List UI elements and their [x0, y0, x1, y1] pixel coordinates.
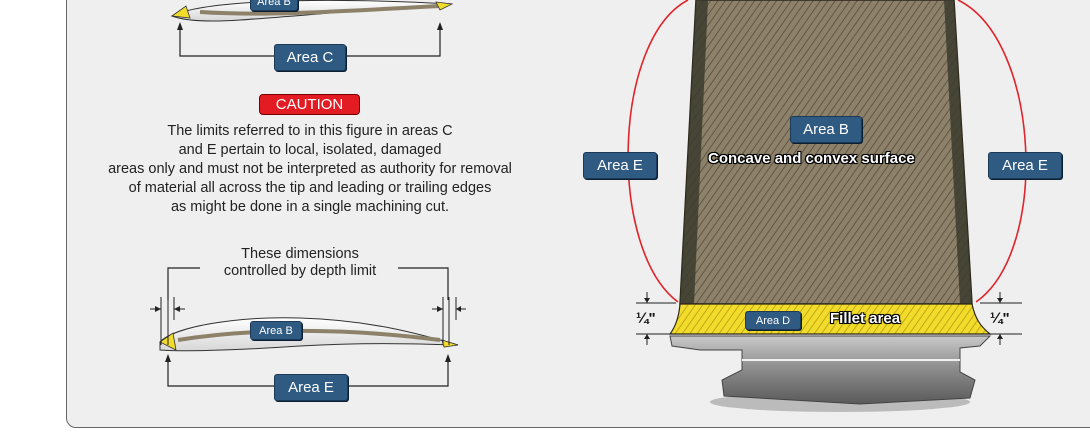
dimension-line: controlled by depth limit — [223, 263, 377, 279]
top-airfoil — [170, 0, 454, 22]
caution-note: The limits referred to in this figure in… — [70, 122, 550, 217]
caution-line: as might be done in a single machining c… — [170, 199, 450, 215]
fillet-caption: Fillet area — [830, 310, 901, 327]
caution-line: areas only and must not be interpreted a… — [108, 161, 512, 177]
surface-caption: Concave and convex surface — [708, 150, 915, 167]
caution-line: and E pertain to local, isolated, damage… — [178, 142, 442, 158]
dimension-note: These dimensions controlled by depth lim… — [150, 246, 450, 280]
area-c-label: Area C — [274, 44, 346, 71]
area-b-blade-label: Area B — [790, 116, 862, 143]
caution-line: of material all across the tip and leadi… — [128, 180, 492, 196]
dimension-line: These dimensions — [241, 246, 359, 262]
area-d-label: Area D — [745, 311, 801, 330]
area-e-left-label: Area E — [583, 152, 657, 179]
area-b-top-label: Area B — [250, 0, 298, 11]
quarter-inch-right: ¼" — [990, 310, 1010, 327]
area-b-bottom-label: Area B — [250, 321, 302, 340]
quarter-inch-left: ¼" — [636, 310, 656, 327]
area-e-right-label: Area E — [988, 152, 1062, 179]
caution-badge: CAUTION — [259, 94, 360, 115]
bottom-airfoil — [159, 317, 459, 352]
turbine-blade — [627, 0, 1027, 412]
area-e-bottom-label: Area E — [274, 374, 348, 401]
caution-line: The limits referred to in this figure in… — [167, 123, 453, 139]
